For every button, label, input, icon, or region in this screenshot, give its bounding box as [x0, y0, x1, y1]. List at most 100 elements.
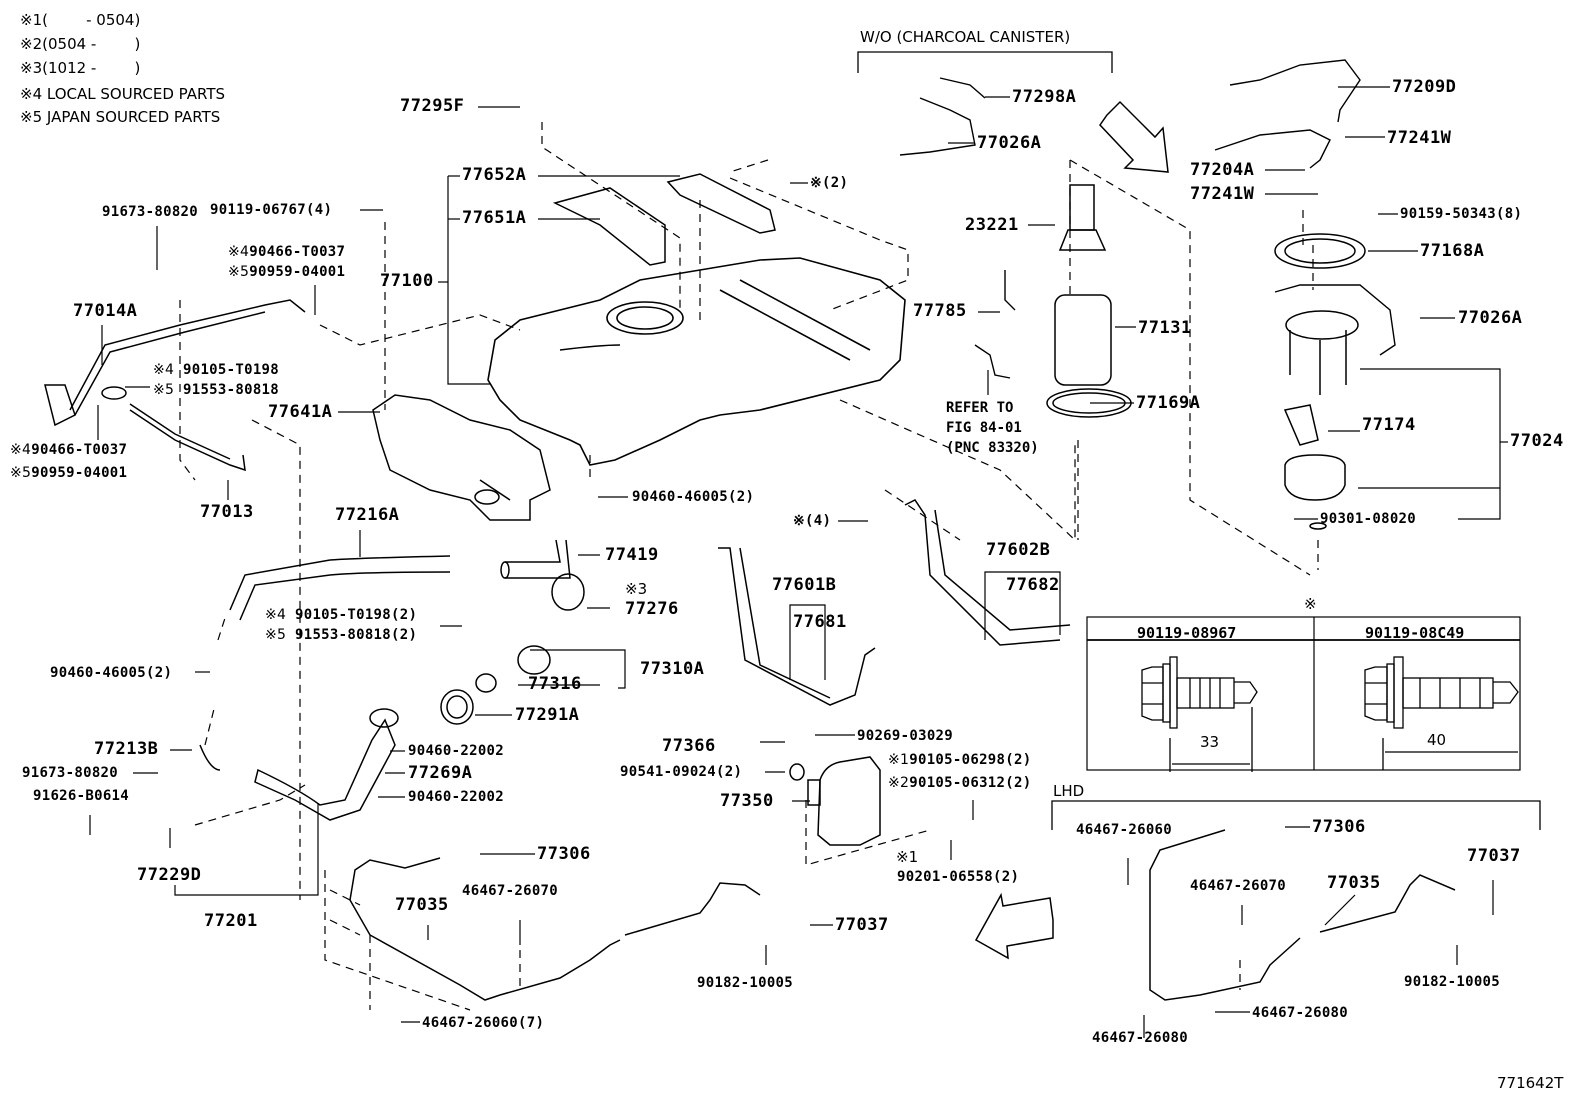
refer-note: REFER TO FIG 84-01 (PNC 83320) [946, 400, 1039, 456]
part-label-77131[interactable]: 77131 [1138, 318, 1192, 338]
part-label-46467-26080-lhd-a[interactable]: 46467-26080 [1252, 1005, 1349, 1021]
wires-drawing [899, 59, 1396, 379]
bolt-table-part-1[interactable]: 90119-08967 [1137, 624, 1237, 642]
part-label-77174[interactable]: 77174 [1362, 415, 1416, 435]
part-label-77035-lhd[interactable]: 77035 [1327, 873, 1381, 893]
tank-bands-drawing [718, 499, 1071, 706]
part-label-90460-46005-right[interactable]: 90460-46005(2) [632, 489, 755, 505]
bolt-table-part-2[interactable]: 90119-08C49 [1365, 624, 1465, 642]
part-label-77201[interactable]: 77201 [204, 911, 258, 931]
assembly-dashed-lines [179, 122, 1319, 1011]
part-label-77291A[interactable]: 77291A [515, 705, 580, 725]
bolt-table-length-1: 33 [1200, 733, 1220, 751]
part-label-91626-B0614[interactable]: 91626-B0614 [33, 788, 130, 804]
part-label-90105-T0198-2[interactable]: ※4 90105-T0198(2) [265, 607, 418, 623]
arrow-down-right-icon [1099, 100, 1169, 173]
part-label-46467-26070-center[interactable]: 46467-26070 [462, 883, 559, 899]
part-label-77213B[interactable]: 77213B [94, 739, 159, 759]
part-label-77651A[interactable]: 77651A [462, 208, 527, 228]
part-label-90105-06312[interactable]: ※290105-06312(2) [888, 775, 1032, 791]
part-label-77602B[interactable]: 77602B [986, 540, 1051, 560]
part-label-77298A[interactable]: 77298A [1012, 87, 1077, 107]
part-label-90959-04001-b[interactable]: ※590959-04001 [10, 465, 128, 481]
breather-hose-drawing [44, 299, 306, 472]
bolt-table-length-2: 40 [1427, 731, 1447, 749]
part-label-77316[interactable]: 77316 [528, 674, 582, 694]
part-label-77366[interactable]: 77366 [662, 736, 716, 756]
part-label-77209D[interactable]: 77209D [1392, 77, 1457, 97]
charcoal-canister-group-label: W/O (CHARCOAL CANISTER) [860, 28, 1071, 46]
part-label-90460-22002-a[interactable]: 90460-22002 [408, 743, 505, 759]
part-label-77241W-b[interactable]: 77241W [1190, 184, 1255, 204]
part-label-90466-T0037-b[interactable]: ※490466-T0037 [10, 442, 128, 458]
part-label-90201-06558[interactable]: 90201-06558(2) [897, 869, 1020, 885]
cable-drawing [349, 829, 1456, 1001]
part-label-77295F[interactable]: 77295F [400, 96, 465, 116]
part-label-90182-10005-lhd[interactable]: 90182-10005 [1404, 974, 1501, 990]
part-label-91553-80818[interactable]: ※5 91553-80818 [153, 382, 280, 398]
part-label-90105-06298[interactable]: ※190105-06298(2) [888, 752, 1032, 768]
part-label-bolt-note-4[interactable]: ※(4) [793, 513, 832, 529]
part-label-77169A[interactable]: 77169A [1136, 393, 1201, 413]
lhd-group-bracket [1051, 800, 1541, 830]
part-label-90119-06767[interactable]: 90119-06767(4) [210, 202, 333, 218]
part-label-90959-04001-a[interactable]: ※590959-04001 [228, 264, 346, 280]
part-label-77785[interactable]: 77785 [913, 301, 967, 321]
fuel-lid-drawing [789, 756, 881, 846]
lhd-group-label: LHD [1053, 782, 1085, 800]
legend-item: ※5 JAPAN SOURCED PARTS [20, 108, 221, 126]
part-label-77681[interactable]: 77681 [793, 612, 847, 632]
part-label-90269-03029[interactable]: 90269-03029 [857, 728, 954, 744]
part-label-90541-09024[interactable]: 90541-09024(2) [620, 764, 743, 780]
part-label-91673-80820-bottom[interactable]: 91673-80820 [22, 765, 119, 781]
part-label-77310A[interactable]: 77310A [640, 659, 705, 679]
part-label-90466-T0037-a[interactable]: ※490466-T0037 [228, 244, 346, 260]
part-label-77024[interactable]: 77024 [1510, 431, 1564, 451]
part-label-77419[interactable]: 77419 [605, 545, 659, 565]
tank-protector-drawing [372, 394, 551, 521]
part-label-90460-22002-b[interactable]: 90460-22002 [408, 789, 505, 805]
part-label-77014A[interactable]: 77014A [73, 301, 138, 321]
part-label-77682[interactable]: 77682 [1006, 575, 1060, 595]
legend-item: ※4 LOCAL SOURCED PARTS [20, 85, 226, 103]
part-label-91553-80818-2[interactable]: ※5 91553-80818(2) [265, 627, 418, 643]
part-label-91673-80820-top[interactable]: 91673-80820 [102, 204, 199, 220]
legend-item: ※1( - 0504) [20, 11, 141, 29]
part-label-77276[interactable]: 77276 [625, 599, 679, 619]
part-label-77037-center[interactable]: 77037 [835, 915, 889, 935]
part-label-23221[interactable]: 23221 [965, 215, 1019, 235]
part-label-77013[interactable]: 77013 [200, 502, 254, 522]
part-label-46467-26060-lhd[interactable]: 46467-26060 [1076, 822, 1173, 838]
part-label-77026A-top[interactable]: 77026A [977, 133, 1042, 153]
part-label-46467-26080-lhd-b[interactable]: 46467-26080 [1092, 1030, 1189, 1046]
part-label-90301-08020[interactable]: 90301-08020 [1320, 511, 1417, 527]
part-label-46467-26060-center[interactable]: 46467-26060(7) [422, 1015, 545, 1031]
part-label-77652A[interactable]: 77652A [462, 165, 527, 185]
part-label-77168A[interactable]: 77168A [1420, 241, 1485, 261]
part-label-77241W-a[interactable]: 77241W [1387, 128, 1452, 148]
legend-item: ※2(0504 - ) [20, 35, 141, 53]
part-label-77035-center[interactable]: 77035 [395, 895, 449, 915]
part-label-77306-lhd[interactable]: 77306 [1312, 817, 1366, 837]
part-label-90201-06558-mark: ※1 [896, 848, 919, 866]
part-label-77026A-right[interactable]: 77026A [1458, 308, 1523, 328]
part-label-77204A[interactable]: 77204A [1190, 160, 1255, 180]
part-label-90460-46005-left[interactable]: 90460-46005(2) [50, 665, 173, 681]
part-label-77269A[interactable]: 77269A [408, 763, 473, 783]
bolt-drawing-2 [1364, 656, 1519, 770]
part-label-77350[interactable]: 77350 [720, 791, 774, 811]
part-label-77229D[interactable]: 77229D [137, 865, 202, 885]
part-label-77216A[interactable]: 77216A [335, 505, 400, 525]
part-label-77100[interactable]: 77100 [380, 271, 434, 291]
part-label-77306-center[interactable]: 77306 [537, 844, 591, 864]
part-label-90159-50343[interactable]: 90159-50343(8) [1400, 206, 1523, 222]
part-label-bolt-note-2[interactable]: ※(2) [810, 175, 849, 191]
figure-id: 771642T [1497, 1074, 1564, 1092]
part-label-90182-10005-center[interactable]: 90182-10005 [697, 975, 794, 991]
part-label-46467-26070-lhd[interactable]: 46467-26070 [1190, 878, 1287, 894]
part-label-77601B[interactable]: 77601B [772, 575, 837, 595]
part-label-77641A[interactable]: 77641A [268, 402, 333, 422]
pump-module-drawing [1046, 184, 1366, 530]
part-label-90105-T0198[interactable]: ※4 90105-T0198 [153, 362, 280, 378]
part-label-77037-lhd[interactable]: 77037 [1467, 846, 1521, 866]
